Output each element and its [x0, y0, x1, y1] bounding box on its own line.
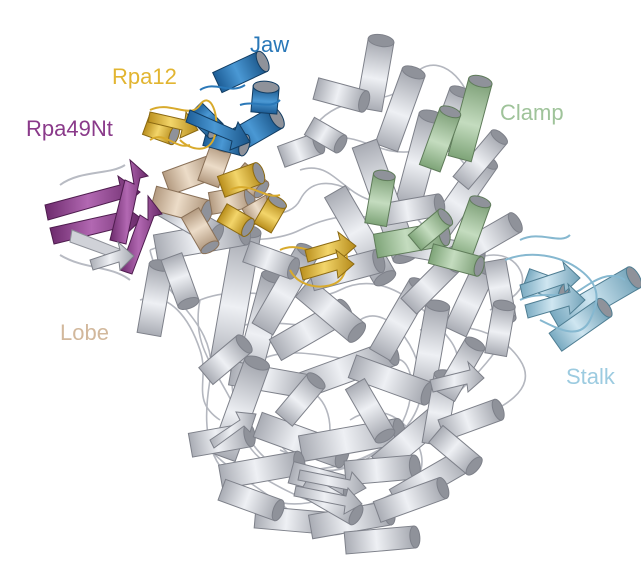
core-helix [485, 299, 516, 357]
label-jaw: Jaw [250, 32, 289, 57]
label-clamp: Clamp [500, 100, 564, 125]
label-stalk: Stalk [566, 364, 616, 389]
label-rpa49nt: Rpa49Nt [26, 116, 113, 141]
label-rpa12: Rpa12 [112, 64, 177, 89]
jaw-helix [251, 80, 280, 114]
label-lobe: Lobe [60, 320, 109, 345]
